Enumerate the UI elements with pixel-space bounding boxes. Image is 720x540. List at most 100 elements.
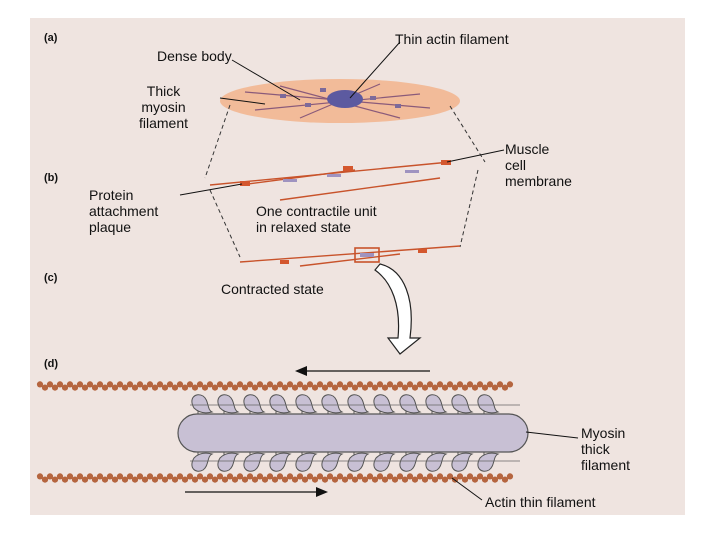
actin-bead [36,381,44,388]
actin-bead [66,473,74,480]
actin-bead [381,384,389,391]
actin-bead [36,473,44,480]
actin-bead [366,381,374,388]
actin-bead [256,381,264,388]
actin-bead [186,473,194,480]
actin-bead [256,473,264,480]
actin-bead [126,381,134,388]
actin-bead [191,384,199,391]
actin-bead [391,476,399,483]
actin-bead [121,384,129,391]
actin-bead [261,476,269,483]
bottom-direction-arrowhead [316,487,328,497]
actin-bead [421,476,429,483]
actin-bead [341,384,349,391]
cell-nucleus [327,90,363,108]
actin-bead [46,473,54,480]
actin-bead [291,384,299,391]
myosin-head-top [321,394,344,414]
contracted-state-label: Contracted state [221,281,324,297]
actin-bead [341,476,349,483]
actin-bead [416,473,424,480]
actin-bead [56,381,64,388]
myosin-head-bottom [269,452,292,472]
actin-bead [471,384,479,391]
myosin-thick-filament-body [177,413,529,453]
actin-bead [351,476,359,483]
actin-bead [151,384,159,391]
myosin-head-top [347,394,370,414]
actin-bead [71,476,79,483]
cell-dense-bodies [280,88,401,108]
contracted-plaques [280,249,427,264]
myosin-head-bottom [243,452,266,472]
actin-bead [476,473,484,480]
actin-bead [486,473,494,480]
actin-bead [321,476,329,483]
actin-bead [376,473,384,480]
actin-bead [496,473,504,480]
actin-bead [481,384,489,391]
myosin-head-top [295,394,318,414]
actin-thin-filament-label: Actin thin filament [485,494,596,510]
actin-bead [226,381,234,388]
actin-bead [91,476,99,483]
magnify-lines [204,104,486,258]
relaxed-myosin [283,170,419,182]
actin-bead [176,381,184,388]
top-direction-arrowhead [295,366,307,376]
actin-bead [286,473,294,480]
actin-bead [181,384,189,391]
actin-bead [236,473,244,480]
actin-bead [386,381,394,388]
actin-bead [96,473,104,480]
actin-bead [276,473,284,480]
actin-bead [456,381,464,388]
myosin-head-bottom [347,452,370,472]
actin-bead [446,381,454,388]
actin-bead [231,384,239,391]
actin-bead [391,384,399,391]
actin-bead [196,473,204,480]
actin-bead [461,476,469,483]
myosin-head-top [191,394,214,414]
actin-bead [41,476,49,483]
actin-bead [286,381,294,388]
actin-bead [211,384,219,391]
actin-bead [101,476,109,483]
actin-bead [316,473,324,480]
actin-bead [466,473,474,480]
myosin-head-bottom [451,452,474,472]
myosin-head-top [477,394,500,414]
actin-bead [486,381,494,388]
panel-d-leaders [451,431,579,501]
actin-bead [231,476,239,483]
actin-bead [186,381,194,388]
actin-bead [141,476,149,483]
actin-bead [61,384,69,391]
actin-bead [366,473,374,480]
actin-bead [436,381,444,388]
actin-bead [111,384,119,391]
actin-bead [351,384,359,391]
actin-bead [81,476,89,483]
actin-bead [361,384,369,391]
actin-bead [211,476,219,483]
actin-bead [206,381,214,388]
actin-bead [401,476,409,483]
actin-bead [171,384,179,391]
actin-bead [251,476,259,483]
actin-bead [491,384,499,391]
actin-bead [401,384,409,391]
panel-b-leaders [179,149,505,196]
actin-bead [281,384,289,391]
actin-bead [101,384,109,391]
myosin-heads-bottom [190,450,520,472]
actin-bead [106,381,114,388]
actin-bead [261,384,269,391]
actin-bead [441,476,449,483]
actin-bead [111,476,119,483]
actin-bead [266,381,274,388]
